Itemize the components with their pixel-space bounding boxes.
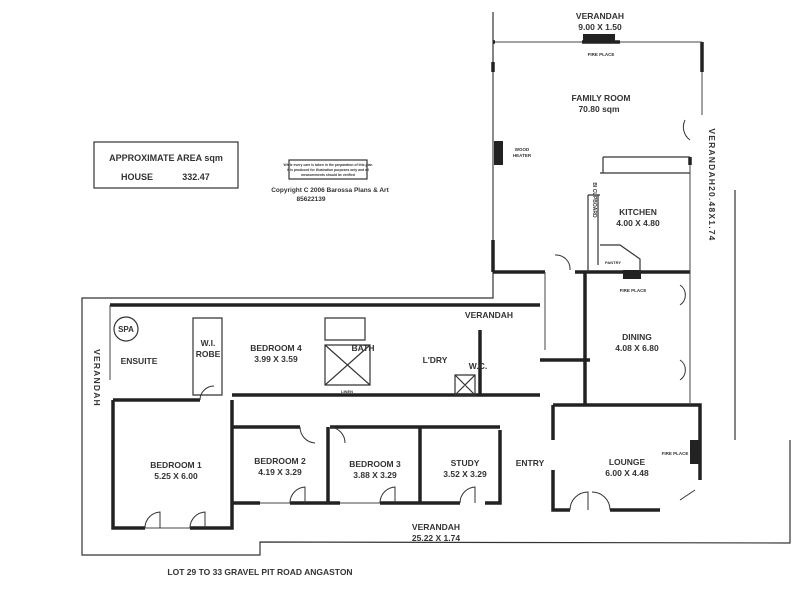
bedroom4-name: BEDROOM 4 <box>250 343 302 353</box>
wood-heater-label: HEATER <box>513 153 532 158</box>
disclaimer-line: it is produced for illustration purposes… <box>287 168 369 172</box>
bedroom4-size: 3.99 X 3.59 <box>254 354 298 364</box>
spa-name: SPA <box>118 325 134 334</box>
property-outline <box>81 12 791 556</box>
pantry-label: PANTRY <box>605 260 621 265</box>
lounge-size: 6.00 X 4.48 <box>605 468 649 478</box>
bath-name: BATH <box>352 343 375 353</box>
robe-name-2: ROBE <box>196 349 221 359</box>
fireplace-label: FIRE PLACE <box>620 288 647 293</box>
kitchen-name: KITCHEN <box>619 207 657 217</box>
verandah-laundry-label: VERANDAH <box>465 310 513 320</box>
cupboard-label: BI CUPBOARD <box>591 182 597 218</box>
house-value: 332.47 <box>182 172 210 182</box>
verandah-labels: VERANDAH 9.00 X 1.50 VERANDAH20.48X1.74 … <box>92 11 717 543</box>
dining-lounge-walls <box>544 272 702 512</box>
bedroom3-name: BEDROOM 3 <box>349 459 401 469</box>
disclaimer-line: While every care is taken in the prepara… <box>284 163 373 167</box>
dining-name: DINING <box>622 332 652 342</box>
verandah-top-name: VERANDAH <box>576 11 624 21</box>
address: LOT 29 TO 33 GRAVEL PIT ROAD ANGASTON <box>167 567 352 577</box>
bedroom1-size: 5.25 X 6.00 <box>154 471 198 481</box>
bedroom3-size: 3.88 X 3.29 <box>353 470 397 480</box>
copyright: Copyright C 2006 Barossa Plans & Art <box>271 187 389 194</box>
house-label: HOUSE <box>121 172 153 182</box>
linen-label: LINEN <box>341 389 353 394</box>
entry-name: ENTRY <box>516 458 545 468</box>
bedroom1-name: BEDROOM 1 <box>150 460 202 470</box>
robe-name-1: W.I. <box>201 338 216 348</box>
phone: 85622139 <box>297 196 326 203</box>
bedroom2-name: BEDROOM 2 <box>254 456 306 466</box>
family-room-name: FAMILY ROOM <box>571 93 630 103</box>
area-box: APPROXIMATE AREA sqm HOUSE 332.47 <box>93 141 239 189</box>
bedroom-wing-walls <box>109 303 590 530</box>
kitchen-size: 4.00 X 4.80 <box>616 218 660 228</box>
wood-heater-label: WOOD <box>515 147 530 152</box>
lounge-name: LOUNGE <box>609 457 646 467</box>
verandah-right-label: VERANDAH20.48X1.74 <box>707 128 717 241</box>
bedroom2-size: 4.19 X 3.29 <box>258 467 302 477</box>
family-room-walls <box>491 34 704 279</box>
dining-size: 4.08 X 6.80 <box>615 343 659 353</box>
fireplace-label: FIRE PLACE <box>662 451 689 456</box>
fireplace-label: FIRE PLACE <box>588 52 615 57</box>
room-labels: FAMILY ROOM 70.80 sqm KITCHEN 4.00 X 4.8… <box>118 93 660 481</box>
wc-name: W.C. <box>469 361 487 371</box>
laundry-name: L'DRY <box>423 355 448 365</box>
area-title: APPROXIMATE AREA sqm <box>109 153 223 163</box>
feature-labels: FIRE PLACE FIRE PLACE FIRE PLACE WOOD HE… <box>513 52 688 456</box>
disclaimer-line: measurements should be verified <box>301 173 355 177</box>
disclaimer: While every care is taken in the prepara… <box>271 159 390 203</box>
family-room-size: 70.80 sqm <box>578 104 620 114</box>
verandah-bottom-size: 25.22 X 1.74 <box>412 533 460 543</box>
study-size: 3.52 X 3.29 <box>443 469 487 479</box>
ensuite-name: ENSUITE <box>121 356 158 366</box>
verandah-bottom-name: VERANDAH <box>412 522 460 532</box>
verandah-left-label: VERANDAH <box>92 349 102 407</box>
study-name: STUDY <box>451 458 480 468</box>
verandah-top-size: 9.00 X 1.50 <box>578 22 622 32</box>
